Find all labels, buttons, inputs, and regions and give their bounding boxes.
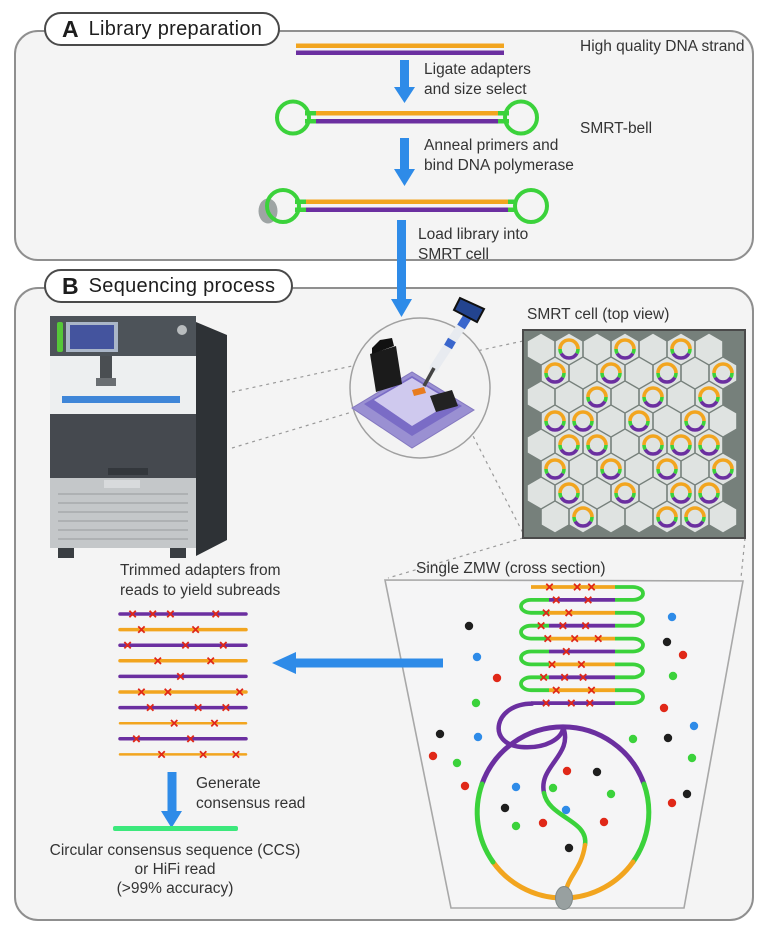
label-trimmed-adapters: Trimmed adapters from reads to yield sub… <box>120 562 281 599</box>
panel-a-tag: A <box>62 15 79 42</box>
label-generate-consensus: Generate consensus read <box>196 775 306 812</box>
label-ccs-hifi: Circular consensus sequence (CCS) or HiF… <box>49 842 301 897</box>
panel-b-title: Sequencing process <box>88 274 276 297</box>
panel-sequencing-process <box>14 287 754 921</box>
panel-library-preparation <box>14 30 754 261</box>
label-anneal-primers: Anneal primers and bind DNA polymerase <box>424 137 574 174</box>
label-smrt-cell-top-view: SMRT cell (top view) <box>527 306 670 323</box>
panel-b-header: B Sequencing process <box>44 269 294 303</box>
label-load-library: Load library into SMRT cell <box>418 226 529 263</box>
label-high-quality-dna: High quality DNA strand <box>580 38 745 55</box>
panel-a-title: Library preparation <box>88 17 263 40</box>
label-single-zmw: Single ZMW (cross section) <box>416 560 606 577</box>
label-ligate-adapters: Ligate adapters and size select <box>424 61 531 98</box>
panel-b-tag: B <box>62 272 79 299</box>
panel-a-header: A Library preparation <box>44 12 281 46</box>
label-smrt-bell: SMRT-bell <box>580 120 653 137</box>
